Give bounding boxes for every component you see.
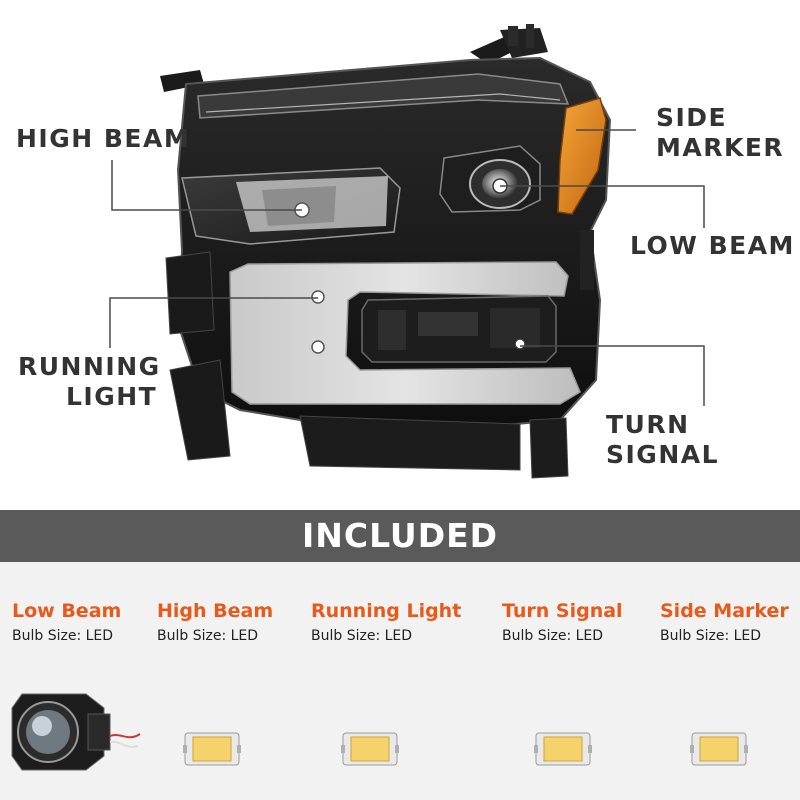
led-chip-icon	[690, 732, 748, 766]
item-title: Side Marker	[660, 600, 789, 622]
low-beam-leader-line	[500, 185, 705, 228]
headlight-assembly-image	[109, 24, 705, 479]
item-title: Turn Signal	[502, 600, 623, 622]
included-banner: INCLUDED	[0, 510, 800, 562]
callout-turn-signal: TURN SIGNAL	[606, 410, 720, 469]
turn-signal-leader-line	[520, 345, 705, 406]
running-light-point-icon-2	[311, 340, 325, 354]
high-beam-leader-line	[111, 160, 302, 211]
callout-side-marker-line2: MARKER	[656, 133, 785, 162]
callout-running-light-line2: LIGHT	[66, 382, 158, 411]
low-beam-projector	[439, 145, 541, 213]
included-item-running-light: Running Light Bulb Size: LED	[311, 600, 481, 790]
item-title: High Beam	[157, 600, 274, 622]
led-chip-icon	[534, 732, 592, 766]
led-chip-icon	[341, 732, 399, 766]
lower-mounting-brackets	[165, 230, 594, 479]
item-title: Running Light	[311, 600, 462, 622]
item-bulb-size: Bulb Size: LED	[12, 628, 114, 644]
turn-signal-point-icon	[514, 338, 526, 350]
led-chip-icon	[183, 732, 241, 766]
callout-high-beam: HIGH BEAM	[16, 124, 191, 153]
included-items-panel: Low Beam Bulb Size: LED High Beam Bulb S…	[0, 562, 800, 800]
item-title: Low Beam	[12, 600, 122, 622]
projector-lens-icon	[11, 693, 141, 771]
side-marker-lens	[557, 97, 607, 215]
turn-signal-module	[361, 295, 557, 363]
product-image-area: HIGH BEAM SIDE MARKER LOW BEAM RUNNING L…	[16, 24, 795, 479]
included-item-high-beam: High Beam Bulb Size: LED	[157, 600, 297, 790]
callout-side-marker-line1: SIDE	[656, 103, 728, 132]
callout-low-beam: LOW BEAM	[630, 231, 795, 260]
included-item-low-beam: Low Beam Bulb Size: LED	[12, 600, 152, 790]
item-bulb-size: Bulb Size: LED	[157, 628, 259, 644]
item-bulb-size: Bulb Size: LED	[311, 628, 413, 644]
mounting-tab-top	[160, 24, 548, 92]
included-item-turn-signal: Turn Signal Bulb Size: LED	[502, 600, 652, 790]
running-light-point-icon	[311, 290, 325, 304]
included-item-side-marker: Side Marker Bulb Size: LED	[660, 600, 798, 790]
running-light-leader-line	[109, 297, 318, 348]
item-bulb-size: Bulb Size: LED	[502, 628, 604, 644]
callout-running-light-line1: RUNNING	[18, 352, 161, 381]
item-bulb-size: Bulb Size: LED	[660, 628, 762, 644]
